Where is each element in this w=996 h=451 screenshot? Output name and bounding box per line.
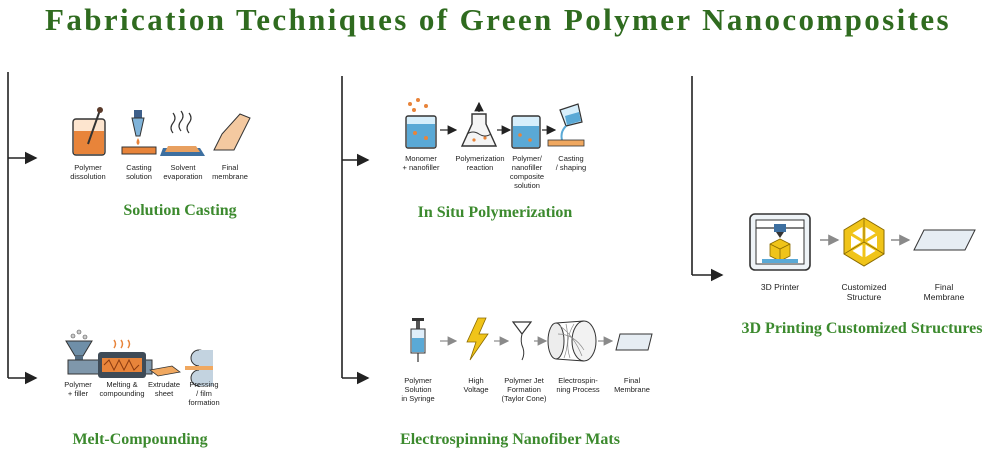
extrudate-sheet-icon xyxy=(149,365,181,377)
step-label: Electrospin- ning Process xyxy=(556,376,600,394)
method-title-solution-casting: Solution Casting xyxy=(123,202,237,219)
lattice-structure-icon xyxy=(843,217,885,267)
step-label: Casting solution xyxy=(126,163,152,181)
syringe-icon xyxy=(410,318,426,362)
membrane-icon xyxy=(615,333,653,351)
step-label: Polymer + filler xyxy=(64,380,92,398)
step-label: Final membrane xyxy=(212,163,248,181)
press-rollers-icon xyxy=(185,349,213,387)
step-label: Polymer/ nanofiller composite solution xyxy=(509,154,545,190)
step-label: Polymer Jet Formation (Taylor Cone) xyxy=(501,376,547,403)
step-label: Final Membrane xyxy=(614,376,650,394)
step-label: Solvent evaporation xyxy=(163,163,203,181)
method-title-in-situ: In Situ Polymerization xyxy=(417,204,573,221)
step-label: 3D Printer xyxy=(760,282,800,292)
monomer-beaker-icon xyxy=(405,98,437,149)
step-label: High Voltage xyxy=(463,376,489,394)
membrane-sheet-icon xyxy=(213,113,251,151)
printer-3d-icon xyxy=(749,213,811,271)
method-title-electrospinning: Electrospinning Nanofiber Mats xyxy=(400,431,620,448)
hopper-icon xyxy=(65,329,93,362)
dropper-icon xyxy=(121,110,157,155)
step-label: Customized Structure xyxy=(841,282,887,302)
step-label: Extrudate sheet xyxy=(147,380,181,398)
pour-casting-icon xyxy=(547,103,585,147)
step-label: Polymer Solution in Syringe xyxy=(401,376,435,403)
method-title-3d-printing: 3D Printing Customized Structures xyxy=(741,320,983,337)
lightning-icon xyxy=(466,317,489,361)
extruder-icon xyxy=(67,339,153,378)
composite-beaker-icon xyxy=(511,115,541,149)
step-label: Monomer + nanofiller xyxy=(402,154,440,172)
step-label: Pressing / film formation xyxy=(188,380,220,407)
page-title: Fabrication Techniques of Green Polymer … xyxy=(44,2,952,37)
step-label: Polymerization reaction xyxy=(455,154,505,172)
beaker-stir-icon xyxy=(72,107,106,156)
step-label: Final Membrane xyxy=(923,282,965,302)
fiber-drum-icon xyxy=(547,320,597,362)
step-label: Polymer dissolution xyxy=(70,163,106,181)
taylor-cone-icon xyxy=(511,321,533,361)
final-membrane-icon xyxy=(913,229,976,251)
method-title-melt: Melt-Compounding xyxy=(72,431,208,448)
step-label: Casting / shaping xyxy=(555,154,587,172)
flask-reaction-icon xyxy=(460,101,498,147)
step-label: Melting & compounding xyxy=(99,380,145,398)
evaporation-tray-icon xyxy=(160,110,205,156)
